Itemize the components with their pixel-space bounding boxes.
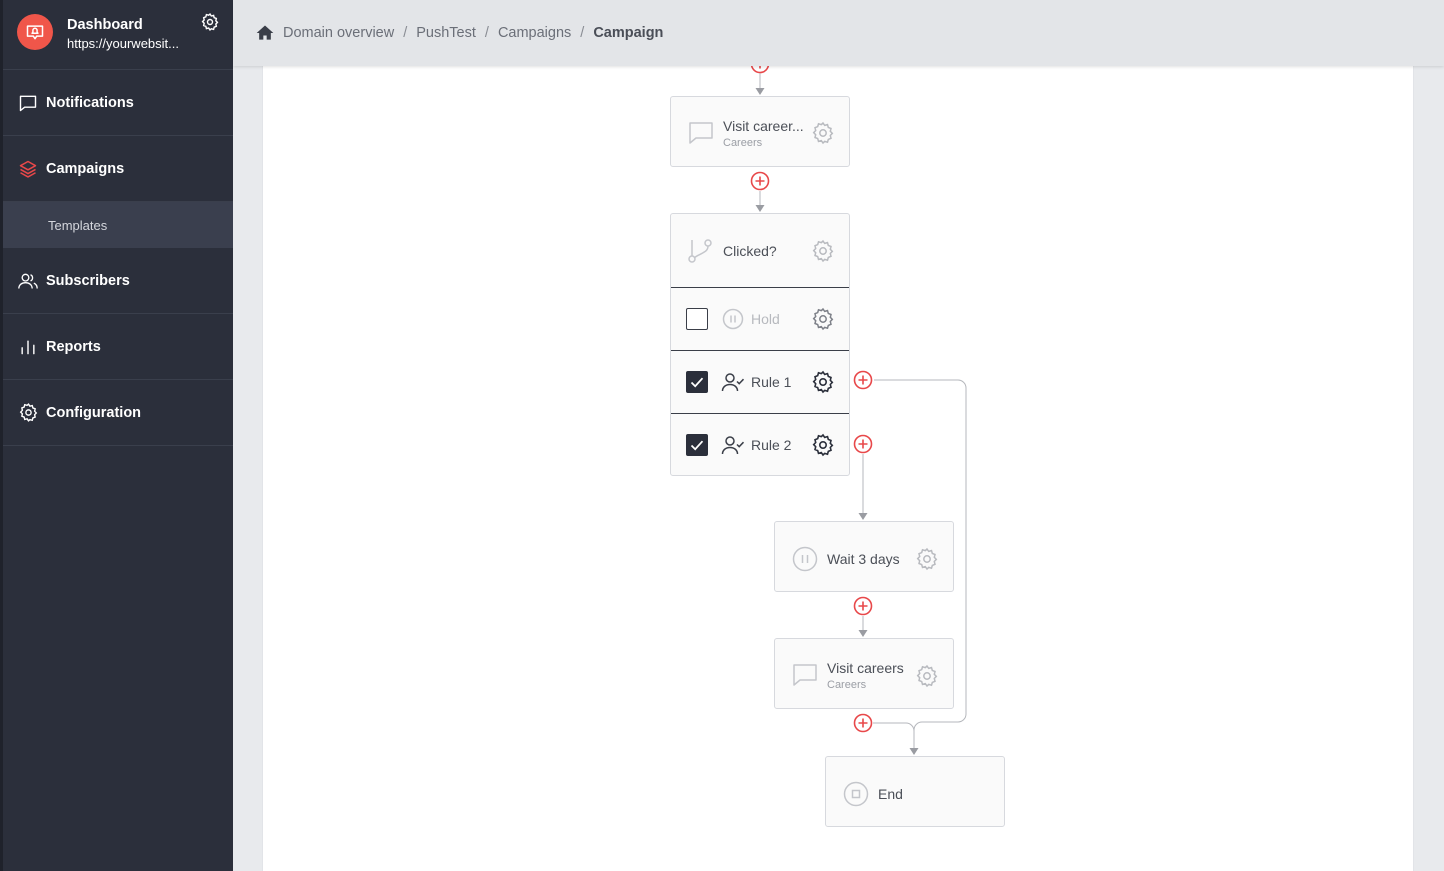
sidebar-item-campaigns[interactable]: Campaigns [3, 136, 233, 202]
sidebar-item-label: Subscribers [46, 272, 130, 289]
end-title: End [878, 786, 903, 802]
message-icon [688, 121, 714, 145]
rule1-label: Rule 1 [751, 374, 792, 390]
rule1-checkbox[interactable] [686, 371, 708, 393]
notification-node[interactable]: Visit careers Careers [774, 638, 954, 709]
breadcrumb-separator: / [484, 25, 489, 41]
sidebar-item-templates[interactable]: Templates [3, 202, 233, 248]
sidebar-header: Dashboard https://yourwebsit... [3, 0, 233, 70]
rule2-checkbox[interactable] [686, 434, 708, 456]
settings-gear-icon[interactable] [200, 12, 220, 32]
sidebar-item-label: Notifications [46, 94, 134, 111]
pause-icon [792, 546, 818, 572]
node-subtitle: Careers [723, 137, 763, 149]
users-icon [17, 270, 39, 292]
breadcrumb-separator: / [580, 25, 585, 41]
message-icon [17, 92, 39, 114]
wait-title: Wait 3 days [827, 551, 900, 567]
breadcrumb-domain-overview[interactable]: Domain overview [283, 25, 395, 41]
bell-logo-icon[interactable] [17, 14, 53, 50]
hold-checkbox[interactable] [686, 308, 708, 330]
home-icon[interactable] [255, 23, 275, 43]
node-subtitle: Careers [827, 679, 867, 691]
breadcrumb: Domain overview / PushTest / Campaigns /… [233, 0, 1444, 66]
dashboard-title[interactable]: Dashboard [67, 17, 143, 33]
rule2-add-step-button[interactable] [853, 434, 873, 454]
sidebar-item-configuration[interactable]: Configuration [3, 380, 233, 446]
node-title: Visit career... [723, 118, 804, 134]
user-check-icon [721, 434, 745, 456]
sidebar-item-reports[interactable]: Reports [3, 314, 233, 380]
bar-chart-icon [17, 336, 39, 358]
rule2-settings-gear-icon[interactable] [811, 433, 835, 457]
divider [671, 287, 849, 288]
sidebar-item-label: Configuration [46, 404, 142, 421]
add-step-button[interactable] [853, 713, 873, 733]
end-node[interactable]: End [825, 756, 1005, 827]
rule1-add-step-button[interactable] [853, 370, 873, 390]
add-step-button[interactable] [750, 171, 770, 191]
condition-node[interactable]: Clicked? Hold Rule 1 Rule 2 [670, 213, 850, 476]
node-settings-gear-icon[interactable] [915, 664, 939, 688]
rule1-settings-gear-icon[interactable] [811, 370, 835, 394]
cog-icon [17, 402, 39, 424]
condition-title: Clicked? [723, 243, 777, 259]
user-check-icon [721, 371, 745, 393]
breadcrumb-pushtest[interactable]: PushTest [416, 25, 476, 41]
hold-settings-gear-icon[interactable] [811, 307, 835, 331]
divider [671, 413, 849, 414]
breadcrumb-campaign: Campaign [593, 25, 664, 41]
add-step-button[interactable] [853, 596, 873, 616]
node-settings-gear-icon[interactable] [811, 121, 835, 145]
condition-settings-gear-icon[interactable] [811, 239, 835, 263]
sidebar-item-label: Reports [46, 338, 101, 355]
message-icon [792, 663, 818, 687]
rule2-label: Rule 2 [751, 437, 792, 453]
hold-label: Hold [751, 311, 780, 327]
wait-node[interactable]: Wait 3 days [774, 521, 954, 592]
node-title: Visit careers [827, 660, 904, 676]
layers-icon [17, 158, 39, 180]
pause-icon [722, 308, 744, 330]
breadcrumb-campaigns[interactable]: Campaigns [497, 25, 572, 41]
branch-icon [686, 238, 714, 264]
website-url: https://yourwebsit... [67, 36, 179, 51]
sidebar-item-subscribers[interactable]: Subscribers [3, 248, 233, 314]
sidebar-item-label: Campaigns [46, 160, 125, 177]
notification-node[interactable]: Visit career... Careers [670, 96, 850, 167]
divider [671, 350, 849, 351]
sidebar: Dashboard https://yourwebsit... Notifica… [0, 0, 233, 871]
sidebar-item-notifications[interactable]: Notifications [3, 70, 233, 136]
stop-icon [843, 781, 869, 807]
wait-settings-gear-icon[interactable] [915, 547, 939, 571]
breadcrumb-separator: / [403, 25, 408, 41]
